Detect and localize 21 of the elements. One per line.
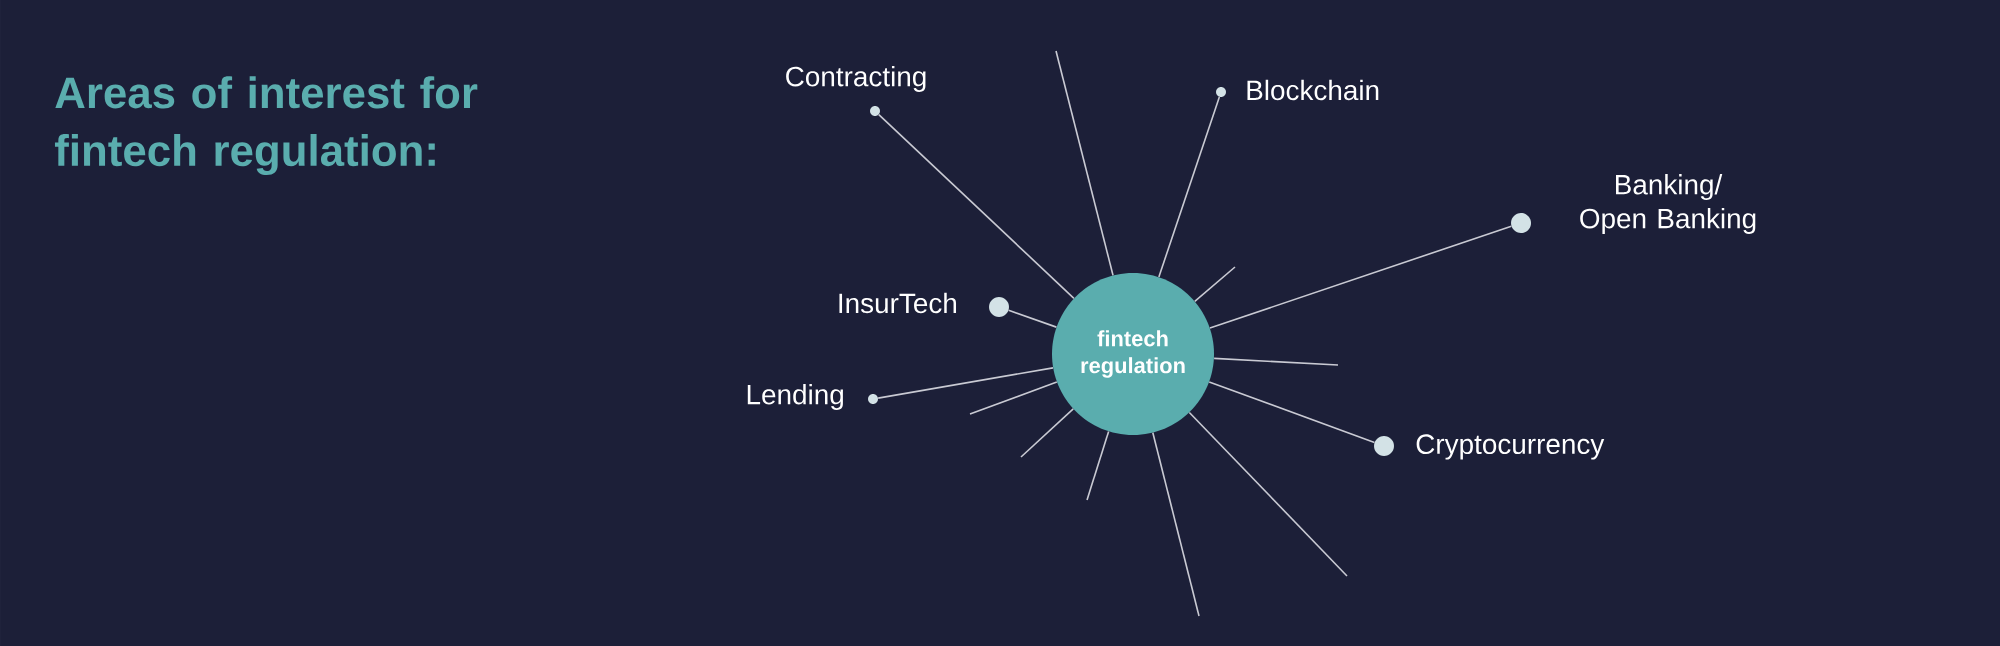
connector-line: [1158, 96, 1221, 278]
spoke-line: [1194, 266, 1236, 303]
spoke-line: [1188, 411, 1348, 577]
spoke-line: [1152, 431, 1200, 617]
spoke-line: [1055, 50, 1114, 277]
spoke-line: [1213, 357, 1339, 366]
dot-label: Blockchain: [1247, 79, 1379, 101]
dot-label: Cryptocurrency: [1416, 434, 1605, 460]
dot-label: Contracting: [786, 66, 926, 92]
spoke-line: [969, 381, 1058, 415]
connector-line: [877, 367, 1054, 399]
dot-label: InsurTech: [839, 292, 956, 314]
connector-line: [1209, 225, 1513, 329]
dot-label: Lending: [747, 384, 843, 410]
connector-line: [1208, 381, 1376, 444]
connector-line: [1007, 309, 1058, 328]
dot-label: Banking/ Open Banking: [1580, 174, 1756, 234]
spoke-line: [1020, 408, 1075, 458]
connector-line: [878, 113, 1075, 300]
title: Areas of interest for fintech regulation:: [54, 76, 478, 175]
spoke-line: [1086, 430, 1110, 501]
